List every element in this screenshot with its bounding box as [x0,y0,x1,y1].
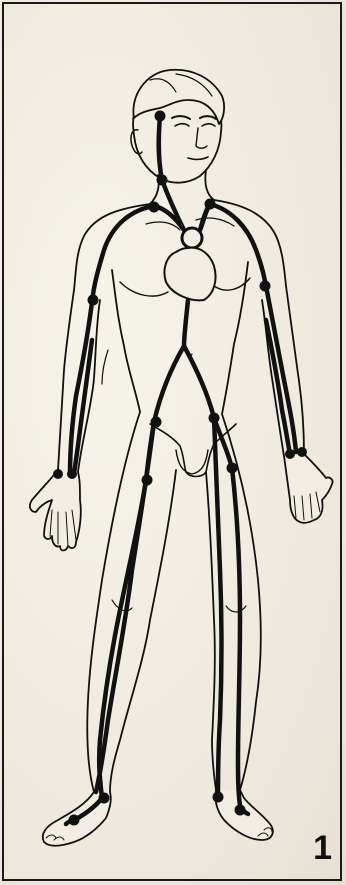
right-femoral-inner [214,418,222,796]
pulse-point-radial-left-1 [53,469,63,479]
right-eyebrow [200,116,216,119]
pulse-point-femoral-right [209,413,220,424]
left-leg-inner [110,470,176,792]
pulse-point-brachial-left [88,295,99,306]
neck-right [205,170,214,200]
pulse-point-radial-right-2 [297,447,307,457]
pulse-point-foot-left [69,815,80,826]
pulse-point-radial-right-1 [285,449,295,459]
right-eye [202,124,215,126]
left-torso-side [112,270,140,412]
descending-aorta [184,300,188,346]
left-shoulder [74,204,150,290]
pulse-point-carotid [157,175,168,186]
nose [196,128,207,148]
pulse-point-brachial-right [260,281,271,292]
pulse-point-ankle-right [213,792,224,803]
pulse-point-thigh-left [142,475,153,486]
right-hand [284,454,333,523]
right-leg-inner [206,472,216,790]
pulse-point-radial-left-2 [67,469,77,479]
pulse-point-femoral-left [151,417,162,428]
heart-shape [164,248,215,301]
figure-number: 1 [313,831,332,865]
pulse-point-subclavian-right [205,199,216,210]
right-torso-side [222,262,248,414]
right-foot [215,790,272,840]
right-iliac [184,346,214,418]
groin-cloth [150,424,236,477]
pulse-point-subclavian-left [149,202,160,213]
pulse-point-ankle-left [99,793,110,804]
vessel-network [66,116,296,824]
left-eyebrow [172,116,190,119]
pulse-point-thigh-right [227,463,238,474]
mouth [188,157,208,159]
left-hand [30,470,81,551]
heart [164,228,215,300]
pulse-point-foot-right [235,805,246,816]
left-iliac [154,346,184,422]
left-eye [175,124,189,126]
pulse-point-temporal [155,111,166,122]
